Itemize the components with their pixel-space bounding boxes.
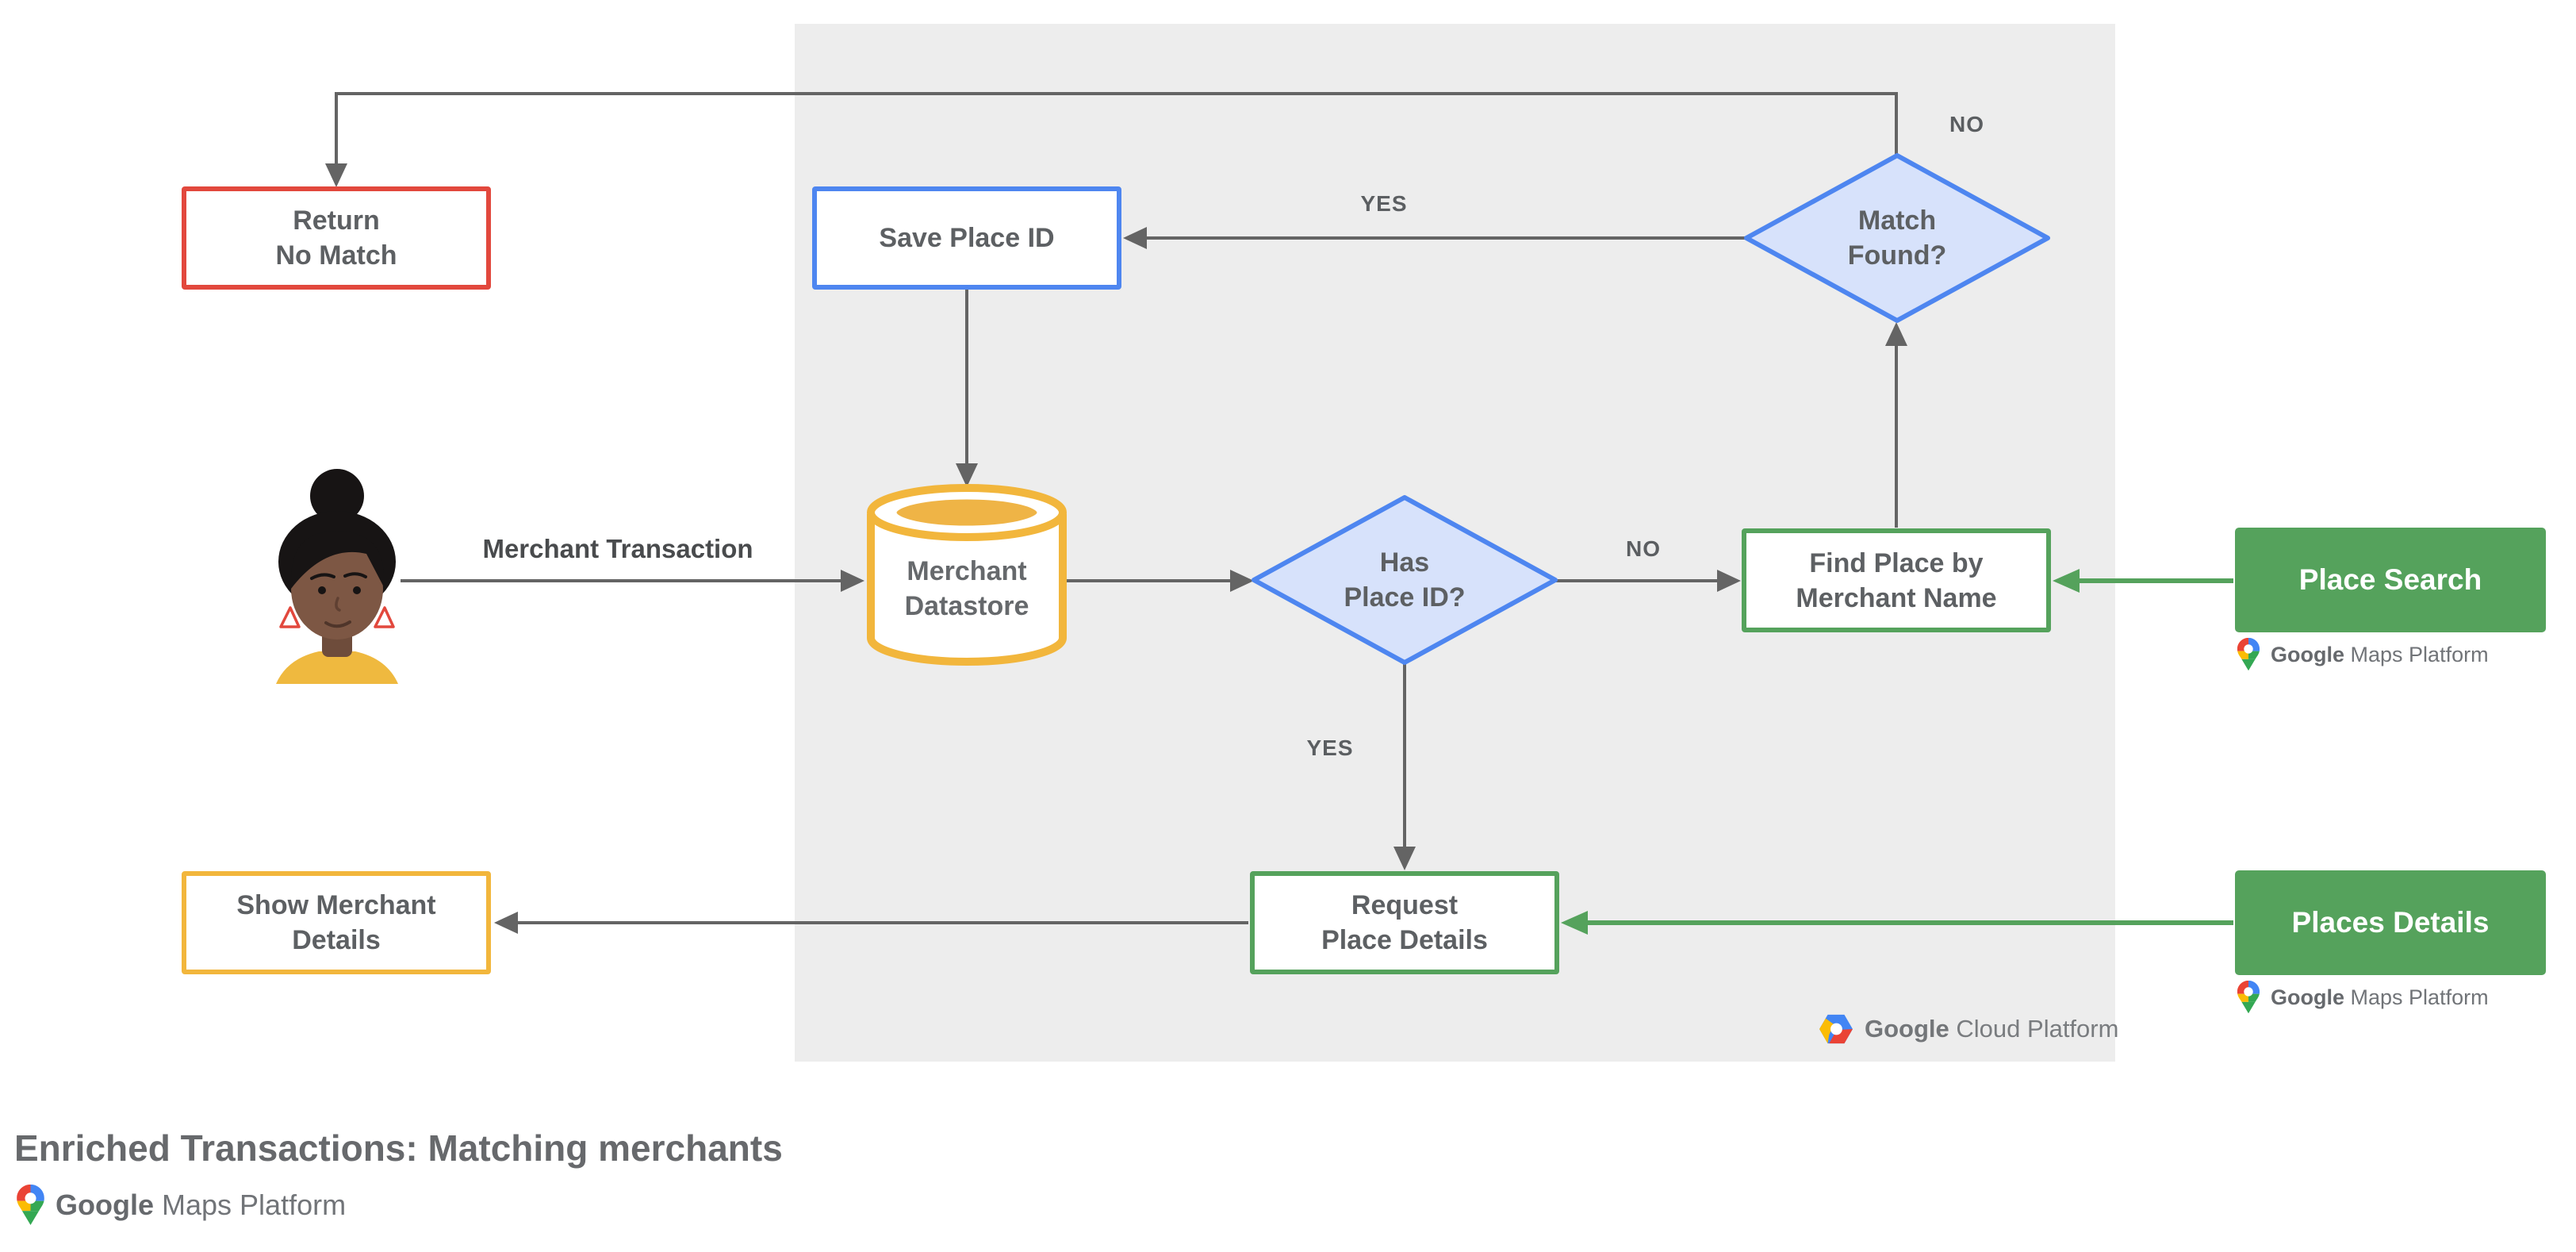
node-show-merchant-details: Show Merchant Details (182, 871, 491, 974)
label-merchant-datastore: Merchant Datastore (904, 556, 1029, 621)
avatar-eyebrow (343, 572, 367, 578)
merchant-datastore-cylinder (867, 484, 1067, 666)
gray-arrowheads (325, 163, 1907, 934)
edge-label-yes: YES (1360, 191, 1408, 216)
avatar-mouth (324, 620, 351, 628)
avatar-bangs (291, 531, 384, 589)
node-save-place-id: Save Place ID (812, 186, 1121, 290)
node-request-place-details: Request Place Details (1250, 871, 1559, 974)
avatar-eye (353, 586, 361, 594)
edge-no-return (335, 92, 1898, 178)
node-label: Find Place by (1809, 547, 1984, 578)
edge-label-yes: YES (1306, 735, 1354, 760)
node-label: Request (1351, 890, 1459, 920)
node-label: No Match (275, 240, 397, 271)
node-find-place-by-merchant-name: Find Place by Merchant Name (1742, 528, 2051, 632)
gray-edges (335, 92, 1898, 924)
label-match-found: Match Found? (1847, 205, 1947, 271)
node-label: Place Details (1321, 925, 1488, 955)
node-label: Merchant Name (1796, 582, 1997, 613)
gmp-logo-text: Google Maps Platform (2271, 985, 2489, 1009)
gcp-logo: Google Cloud Platform (1819, 1014, 2118, 1044)
edge-label-no: NO (1949, 112, 1984, 136)
node-return-no-match: Return No Match (182, 186, 491, 290)
gcp-hexagon-icon (1819, 1014, 1853, 1044)
avatar-hair-bun (310, 469, 364, 523)
avatar-earring (374, 606, 395, 628)
gmp-logo-places-details: Google Maps Platform (2237, 980, 2489, 1015)
green-arrowheads (1561, 569, 2080, 935)
avatar-nose (335, 597, 341, 612)
node-label: Save Place ID (879, 223, 1055, 253)
avatar-eye (318, 586, 326, 594)
edge-label-no: NO (1626, 536, 1661, 561)
api-box-place-search: Place Search (2235, 528, 2546, 632)
gcp-logo-text: Google Cloud Platform (1865, 1015, 2119, 1043)
green-edges (1575, 578, 2233, 925)
match-found-diamond (1744, 153, 2050, 323)
gmp-logo-text: Google Maps Platform (2271, 642, 2489, 666)
gmp-logo-place-search: Google Maps Platform (2237, 637, 2489, 672)
gmp-logo-footer: Google Maps Platform (16, 1184, 346, 1227)
label-has-place-id: Has Place ID? (1344, 547, 1466, 613)
gmp-logo-text: Google Maps Platform (56, 1189, 347, 1221)
has-place-id-diamond (1252, 495, 1558, 665)
merchant-user-avatar (276, 469, 398, 684)
maps-pin-icon (2237, 637, 2260, 671)
node-label: Return (293, 205, 380, 236)
node-label: Show Merchant (236, 890, 436, 920)
diagram-title: Enriched Transactions: Matching merchant… (14, 1127, 783, 1169)
api-box-places-details: Places Details (2235, 870, 2546, 975)
node-label: Details (292, 925, 381, 955)
avatar-eyebrow (310, 573, 335, 580)
maps-pin-icon (2237, 980, 2260, 1014)
avatar-earring (279, 606, 301, 628)
maps-pin-icon (17, 1184, 44, 1225)
edge-label-merchant-transaction: Merchant Transaction (482, 534, 753, 563)
avatar-shoulders (276, 651, 398, 684)
